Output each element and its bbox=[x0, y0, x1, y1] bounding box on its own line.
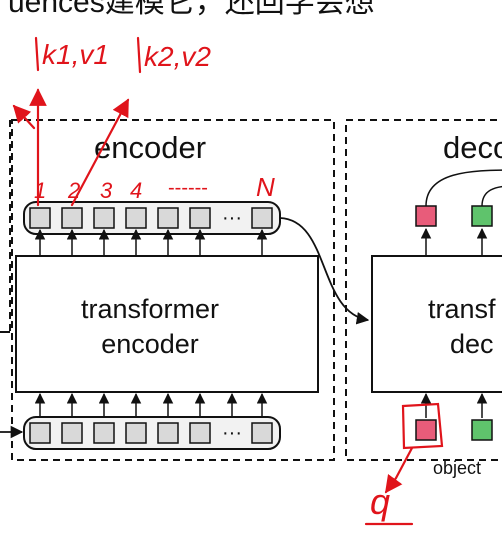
annotation-q: q bbox=[370, 481, 390, 522]
decoder-block-line1: transf bbox=[428, 294, 496, 324]
transformer-encoder-block: transformer encoder bbox=[15, 255, 319, 393]
encoder-to-decoder-arrow bbox=[279, 217, 370, 325]
annotation-arrow-2 bbox=[70, 98, 130, 207]
output-token bbox=[29, 207, 51, 229]
encoder-output-row: ··· bbox=[23, 201, 281, 235]
decoder-block-line2: dec bbox=[450, 329, 494, 359]
output-token bbox=[251, 207, 273, 229]
red-annotations bbox=[12, 36, 444, 526]
encoder-title: encoder bbox=[94, 130, 206, 165]
annotation-index-3: 3 bbox=[100, 178, 113, 203]
input-token bbox=[93, 422, 115, 444]
encoder-input-row: ··· bbox=[23, 416, 281, 450]
input-token bbox=[61, 422, 83, 444]
output-token bbox=[93, 207, 115, 229]
encoder-block-line2: encoder bbox=[101, 329, 199, 359]
annotation-query-box bbox=[401, 402, 444, 450]
output-token bbox=[125, 207, 147, 229]
left-partial-box bbox=[0, 120, 11, 333]
annotation-index-2: 2 bbox=[67, 178, 80, 203]
encoder-output-arrows bbox=[34, 228, 268, 256]
input-ellipsis: ··· bbox=[222, 422, 242, 444]
object-query-token-green bbox=[471, 419, 493, 441]
decoder-output-token-green bbox=[471, 205, 493, 227]
input-token bbox=[251, 422, 273, 444]
output-token bbox=[157, 207, 179, 229]
red-annotation-texts: k1,v1 k2,v2 1 2 3 4 ------ N q bbox=[34, 39, 390, 522]
decoder-output-token-red bbox=[415, 205, 437, 227]
decoder-input-arrows bbox=[420, 392, 488, 418]
input-token bbox=[29, 422, 51, 444]
input-token bbox=[125, 422, 147, 444]
output-token bbox=[61, 207, 83, 229]
input-token bbox=[157, 422, 179, 444]
object-queries-label: object bbox=[433, 458, 481, 478]
top-caption-fragment: uences建模它，还回学会想 bbox=[8, 0, 375, 19]
transformer-decoder-block: transf dec bbox=[371, 255, 502, 393]
encoder-block-line1: transformer bbox=[81, 294, 219, 324]
annotation-arrow-left bbox=[12, 104, 36, 130]
encoder-box: encoder bbox=[11, 119, 335, 461]
decoder-box: deco bbox=[345, 119, 502, 461]
annotation-kv1: k1,v1 bbox=[42, 39, 109, 70]
annotation-arrow-q bbox=[384, 446, 414, 494]
annotation-kv2: k2,v2 bbox=[144, 41, 211, 72]
annotation-index-1: 1 bbox=[34, 178, 46, 203]
annotation-index-n: N bbox=[256, 172, 275, 202]
annotation-dashes: ------ bbox=[168, 177, 208, 199]
annotation-bracket-1 bbox=[34, 36, 40, 72]
encoder-input-arrows bbox=[34, 392, 268, 420]
output-ellipsis: ··· bbox=[222, 207, 242, 229]
decoder-output-lines bbox=[425, 169, 502, 207]
input-token bbox=[189, 422, 211, 444]
decoder-title: deco bbox=[443, 130, 502, 165]
annotation-index-4: 4 bbox=[130, 178, 142, 203]
annotation-bracket-2 bbox=[136, 36, 142, 74]
object-query-token-red bbox=[415, 419, 437, 441]
output-token bbox=[189, 207, 211, 229]
decoder-output-arrows bbox=[420, 227, 488, 256]
